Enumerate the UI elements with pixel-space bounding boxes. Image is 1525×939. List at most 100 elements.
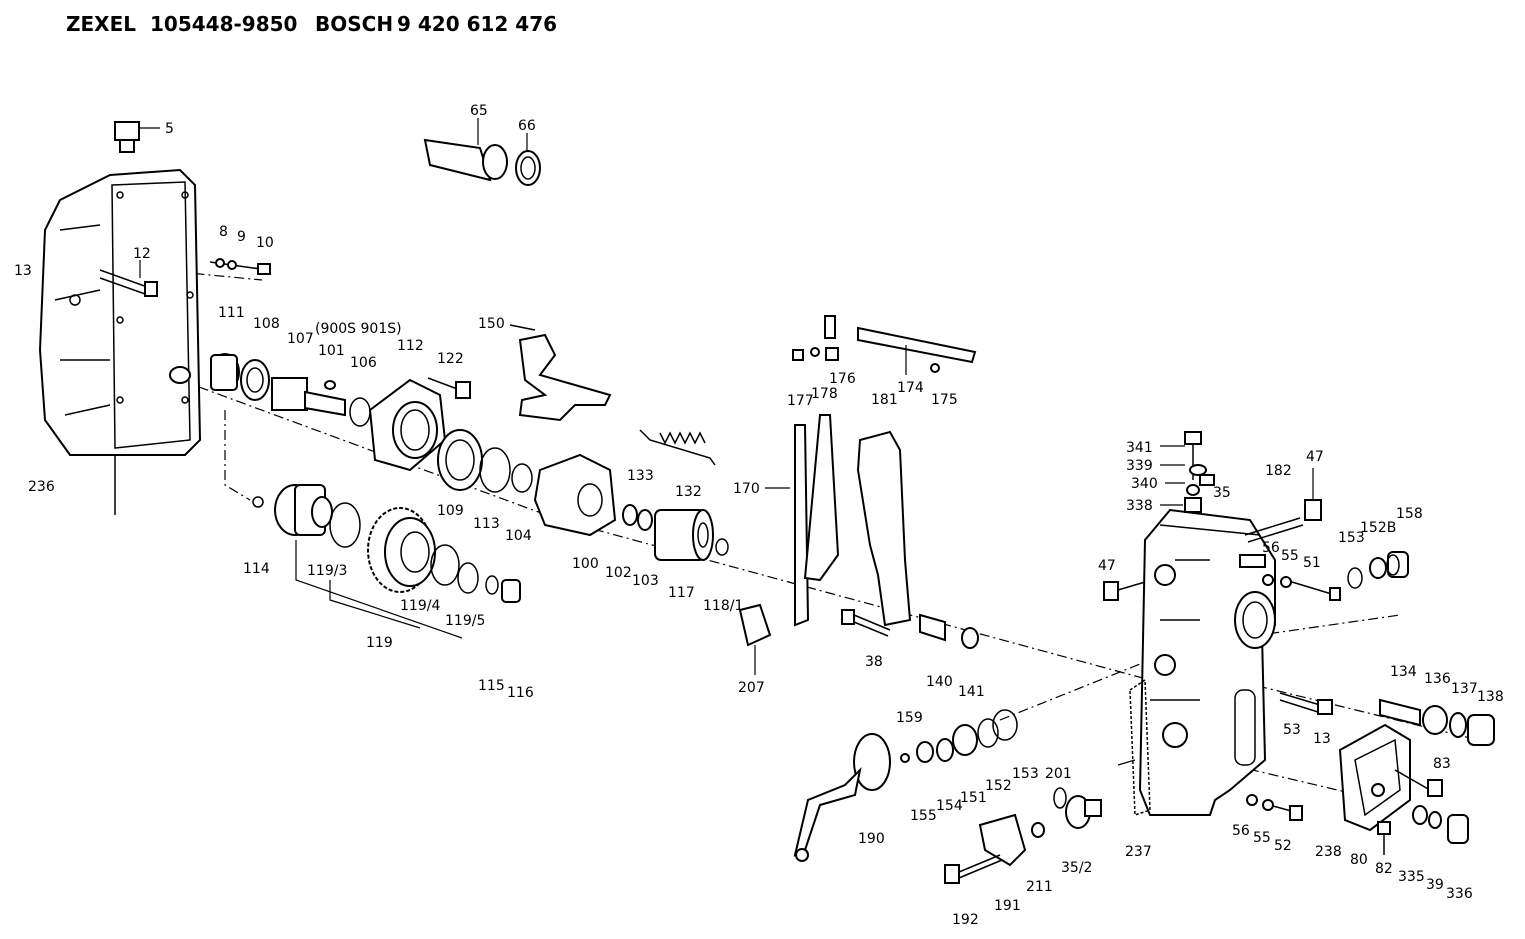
callout-35-2: 35/2 — [1061, 860, 1092, 876]
bolt-8-9-10 — [209, 258, 271, 275]
shaft-seal-group — [900, 709, 1018, 763]
callout-52: 52 — [1274, 838, 1292, 854]
callout-335: 335 — [1398, 869, 1425, 885]
callout-153-top: 153 — [1338, 530, 1365, 546]
callout-138: 138 — [1477, 689, 1504, 705]
callout-108: 108 — [253, 316, 280, 332]
callout-114: 114 — [243, 561, 270, 577]
callout-170: 170 — [733, 481, 760, 497]
callout-339: 339 — [1126, 458, 1153, 474]
bolt-12 — [99, 260, 158, 297]
callout-207: 207 — [738, 680, 765, 696]
callout-150: 150 — [478, 316, 505, 332]
callout-119-5: 119/5 — [445, 613, 485, 629]
callout-340: 340 — [1131, 476, 1158, 492]
zexel-part-number: 105448-9850 — [150, 12, 297, 36]
callout-56-bottom: 56 — [1232, 823, 1250, 839]
callout-65: 65 — [470, 103, 488, 119]
cover-238 — [1338, 723, 1411, 832]
sleeve-117 — [654, 509, 714, 561]
callout-103: 103 — [632, 573, 659, 589]
bolt-122 — [427, 377, 471, 399]
callout-137: 137 — [1451, 681, 1478, 697]
callout-201: 201 — [1045, 766, 1072, 782]
callout-118-1: 118/1 — [703, 598, 743, 614]
callout-8: 8 — [219, 224, 228, 240]
callout-159: 159 — [896, 710, 923, 726]
callout-176: 176 — [829, 371, 856, 387]
callout-107: 107 — [287, 331, 314, 347]
callout-10: 10 — [256, 235, 274, 251]
part-65-66 — [423, 118, 541, 186]
callout-116: 116 — [507, 685, 534, 701]
plug-5 — [114, 121, 160, 153]
lever-170 — [765, 414, 840, 627]
bolt-82 — [1377, 821, 1391, 855]
plug-35-2-group — [1031, 787, 1102, 838]
callout-177: 177 — [787, 393, 814, 409]
parts-115-116 — [485, 575, 521, 603]
callout-154: 154 — [936, 798, 963, 814]
callout-336: 336 — [1446, 886, 1473, 902]
callout-153-bottom: 153 — [1012, 766, 1039, 782]
callout-190: 190 — [858, 831, 885, 847]
flyweight-100 — [533, 453, 617, 537]
callout-134: 134 — [1390, 664, 1417, 680]
hub-119 — [274, 484, 333, 536]
ring-119-3 — [329, 502, 361, 548]
callout-341: 341 — [1126, 440, 1153, 456]
callout-113: 113 — [473, 516, 500, 532]
callout-237: 237 — [1125, 844, 1152, 860]
callout-236: 236 — [28, 479, 55, 495]
bracket-191 — [978, 813, 1027, 867]
callout-53: 53 — [1283, 722, 1301, 738]
gasket-237 — [1117, 678, 1151, 817]
link-174 — [824, 315, 977, 375]
gear-119 — [367, 507, 436, 593]
bolt-47-top — [1304, 468, 1322, 521]
bolt-192 — [944, 854, 1003, 884]
callout-175: 175 — [931, 392, 958, 408]
ring-113 — [479, 447, 511, 493]
flange-112 — [368, 378, 447, 472]
callout-181: 181 — [871, 392, 898, 408]
callout-labels: 5 65 66 8 9 10 13 12 111 108 107 (900S 9… — [14, 103, 1504, 928]
callout-109: 109 — [437, 503, 464, 519]
callout-136: 136 — [1424, 671, 1451, 687]
bolt-52-group — [1246, 794, 1303, 821]
callout-900s-901s: (900S 901S) — [315, 321, 402, 337]
callout-13-left: 13 — [14, 263, 32, 279]
callout-132: 132 — [675, 484, 702, 500]
callout-119-3: 119/3 — [307, 563, 347, 579]
bearing-108 — [240, 359, 270, 401]
callout-55-top: 55 — [1281, 548, 1299, 564]
callout-82: 82 — [1375, 861, 1393, 877]
pin-182 — [1244, 517, 1304, 543]
callout-83: 83 — [1433, 756, 1451, 772]
bolt-47-side — [1103, 581, 1146, 601]
callout-122: 122 — [437, 351, 464, 367]
callout-112: 112 — [397, 338, 424, 354]
callout-47-top: 47 — [1306, 449, 1324, 465]
brand-bosch: BOSCH — [315, 12, 393, 36]
bolts-177-178 — [792, 347, 839, 361]
callout-47-side: 47 — [1098, 558, 1116, 574]
plate-181 — [856, 430, 912, 627]
callout-174: 174 — [897, 380, 924, 396]
bolt-53 — [1279, 692, 1333, 715]
bearing-111 — [210, 353, 240, 391]
callout-115: 115 — [478, 678, 505, 694]
callout-100: 100 — [572, 556, 599, 572]
callout-66: 66 — [518, 118, 536, 134]
parts-102-103 — [622, 504, 653, 531]
gear-cover-housing — [38, 168, 202, 515]
callout-140: 140 — [926, 674, 953, 690]
callout-192: 192 — [952, 912, 979, 928]
callout-338: 338 — [1126, 498, 1153, 514]
brand-zexel: ZEXEL — [66, 12, 136, 36]
callout-182: 182 — [1265, 463, 1292, 479]
plug-158-group — [1347, 551, 1409, 589]
callout-9: 9 — [237, 229, 246, 245]
callout-111: 111 — [218, 305, 245, 321]
callout-211: 211 — [1026, 879, 1053, 895]
